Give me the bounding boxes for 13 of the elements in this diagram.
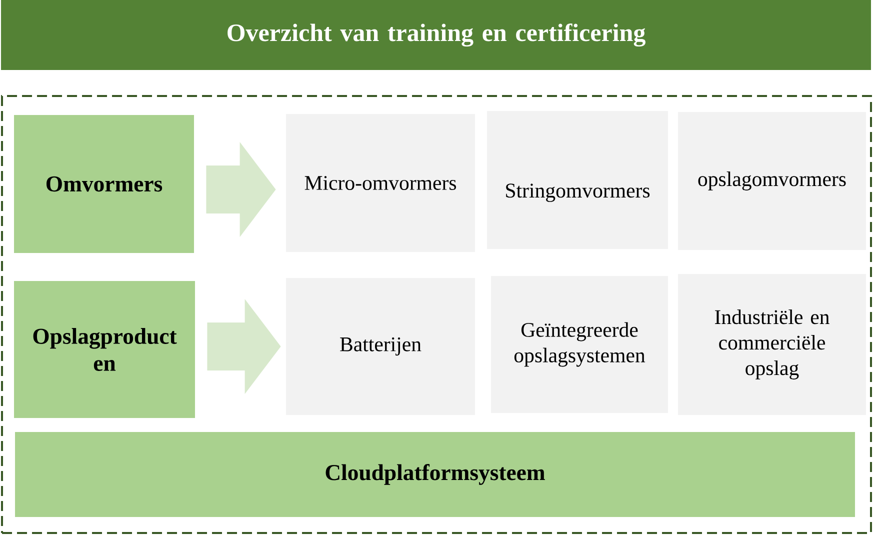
item-box: Industriële en commerciële opslag [678, 274, 866, 415]
item-box: opslagomvormers [678, 112, 866, 250]
item-box: Stringomvormers [487, 111, 668, 249]
item-box: Geïntegreerde opslagsystemen [491, 276, 668, 413]
item-box: Batterijen [286, 278, 475, 415]
title-banner: Overzicht van training en certificering [1, 0, 871, 70]
dashed-frame [1, 95, 872, 534]
block-arrow [207, 299, 281, 394]
category-box: Omvormers [14, 115, 194, 253]
category-box: Opslagproduct en [14, 281, 195, 418]
item-box: Micro-omvormers [286, 114, 475, 252]
platform-bar: Cloudplatformsysteem [15, 432, 855, 517]
block-arrow [206, 142, 276, 237]
